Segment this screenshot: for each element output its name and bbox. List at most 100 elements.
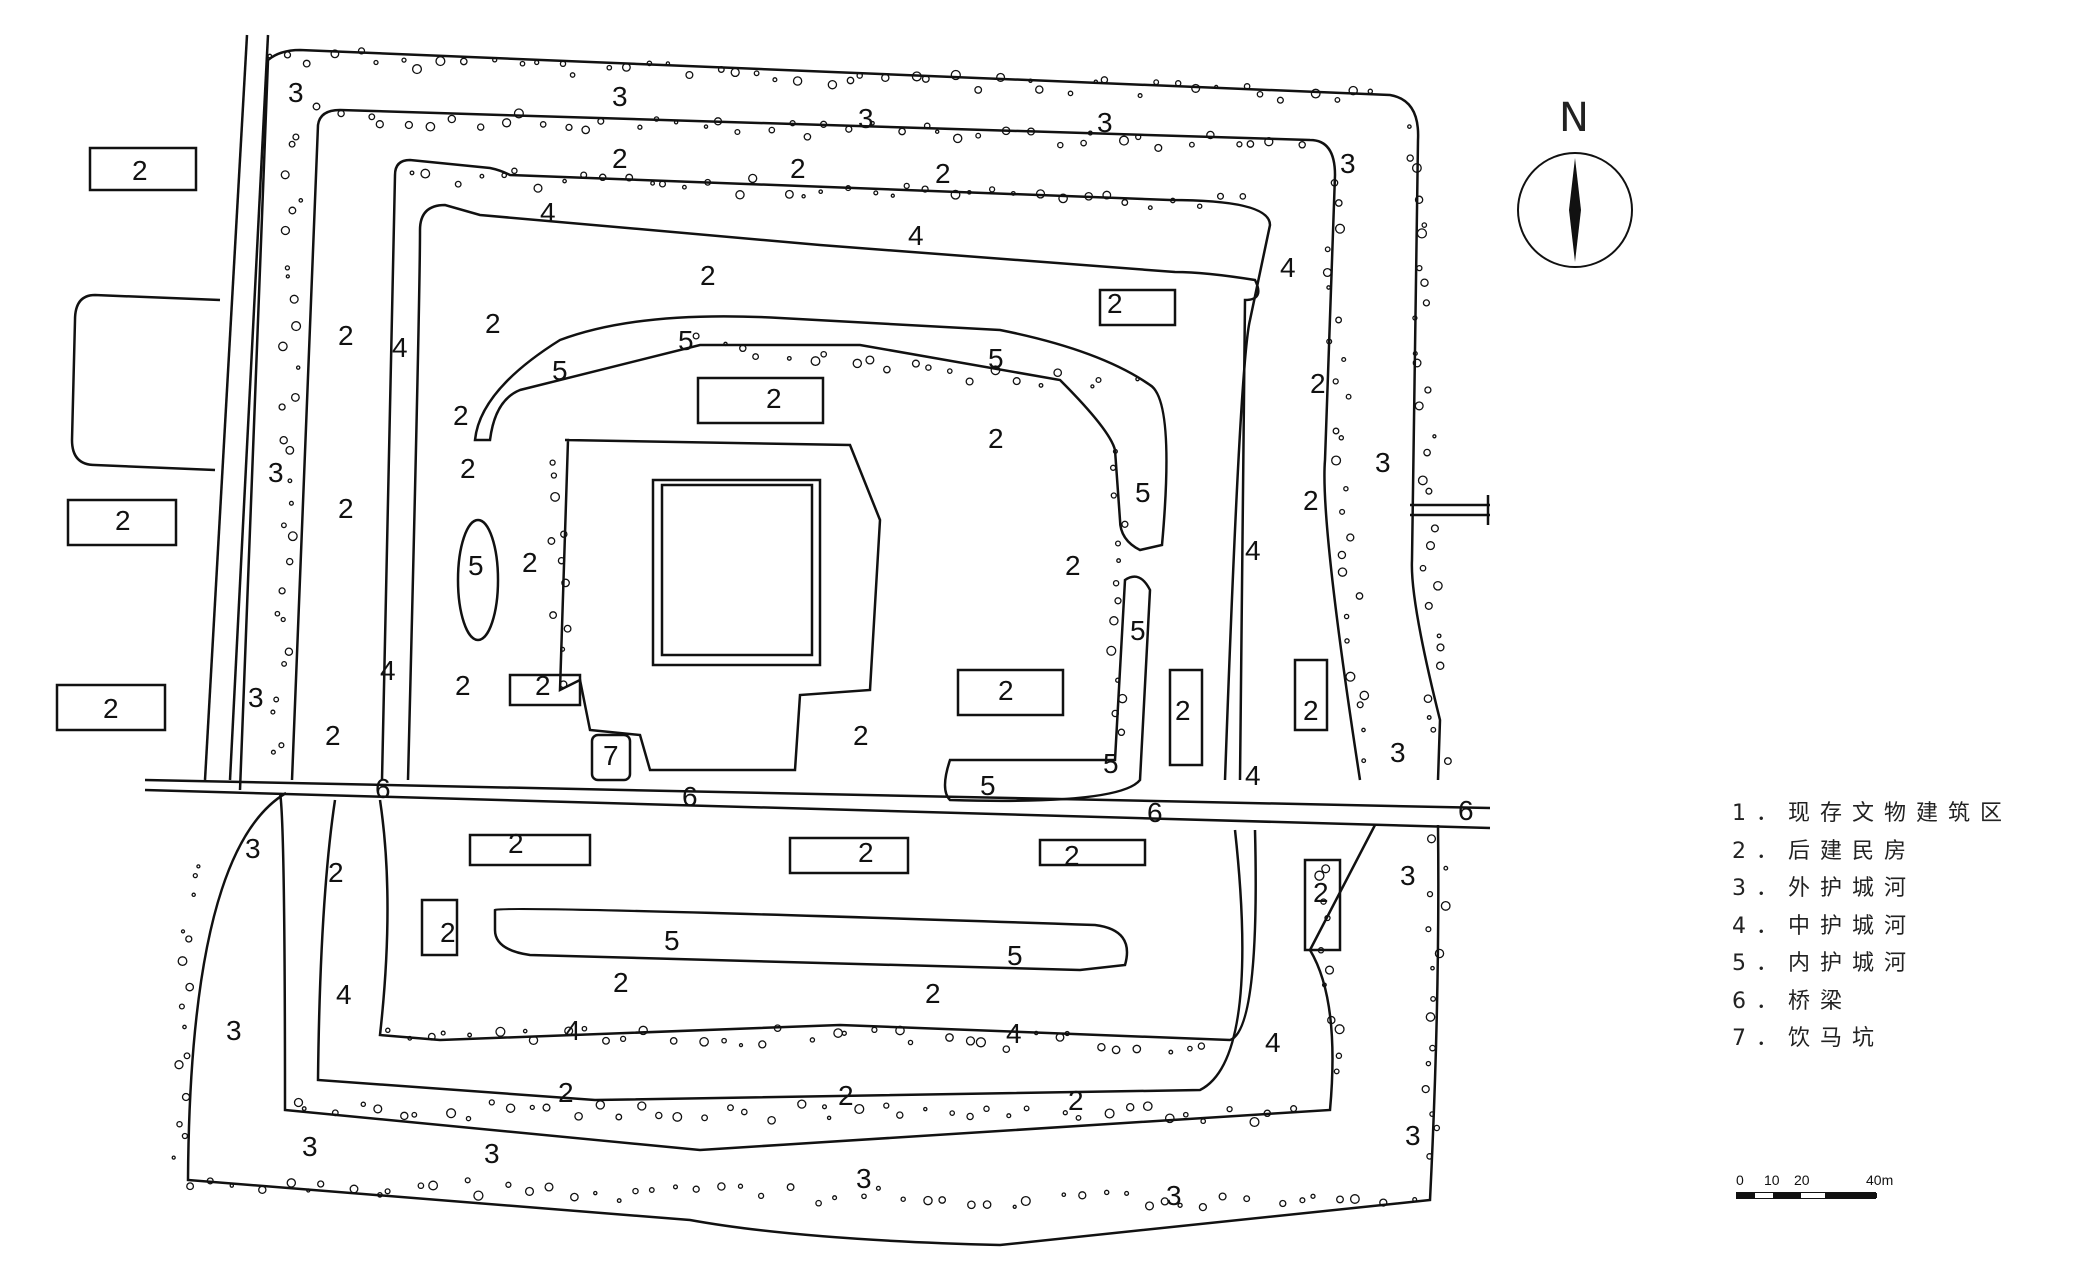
tree-dot: [549, 611, 558, 620]
tree-dot: [534, 59, 540, 66]
tree-dot: [1020, 1195, 1031, 1207]
tree-dot: [673, 120, 679, 125]
tree-dot: [258, 1185, 267, 1195]
tree-dot: [1006, 1113, 1012, 1119]
tree-dot: [375, 120, 384, 129]
tree-dot: [966, 1112, 974, 1121]
scale-tick: 20: [1794, 1172, 1810, 1188]
tree-dot: [280, 616, 286, 623]
tree-dot: [1168, 1049, 1174, 1055]
label-middle-moat: 4: [1006, 1018, 1022, 1049]
tree-dot: [735, 190, 745, 200]
label-outer-moat: 3: [1166, 1180, 1182, 1211]
tree-dot: [1443, 757, 1452, 766]
tree-dot: [417, 1182, 425, 1190]
tree-dot: [1121, 520, 1129, 528]
tree-dot: [411, 64, 423, 75]
tree-dot: [768, 126, 776, 134]
tree-dot: [650, 180, 656, 186]
house-14: [1168, 668, 1204, 767]
tree-dot: [1443, 865, 1449, 871]
tree-dot: [841, 1030, 847, 1036]
middle-moat-outer-edge-south: [316, 799, 1244, 1102]
legend-item: 4．中护城河: [1732, 913, 1916, 939]
tree-dot: [1196, 203, 1203, 209]
tree-dot: [273, 696, 280, 703]
tree-dot: [1087, 130, 1093, 136]
west-road-edge-1: [203, 34, 249, 781]
tree-dot: [1336, 1195, 1344, 1204]
tree-dot: [1142, 1101, 1153, 1112]
tree-dot: [1348, 85, 1358, 96]
tree-dot: [1062, 1110, 1068, 1116]
tree-dot: [279, 435, 288, 445]
tree-dot: [411, 1111, 418, 1118]
tree-dot: [435, 56, 446, 67]
label-house: 2: [1068, 1085, 1084, 1116]
tree-dot: [1111, 709, 1119, 718]
tree-dot: [1356, 701, 1364, 709]
tree-dot: [446, 1108, 457, 1119]
tree-dot: [655, 1111, 663, 1120]
tree-dot: [459, 57, 468, 66]
tree-dot: [1435, 661, 1445, 671]
label-house: 2: [535, 670, 551, 701]
label-outer-moat: 3: [484, 1138, 500, 1169]
legend-item: 5．内护城河: [1732, 951, 1916, 976]
tree-dot: [1053, 368, 1063, 378]
tree-dot: [949, 1110, 956, 1116]
tree-dot: [1429, 1111, 1435, 1117]
tree-dot: [1324, 246, 1331, 253]
tree-dot: [1317, 947, 1325, 954]
tree-dot: [1334, 96, 1341, 103]
outer-moat-outer-edge-north: [238, 48, 1442, 791]
label-house: 2: [935, 158, 951, 189]
tree-dot: [923, 1106, 928, 1112]
tree-dot: [171, 1155, 176, 1160]
label-house: 2: [1175, 695, 1191, 726]
tree-dot: [550, 491, 561, 502]
inner-moat-south: [493, 907, 1129, 972]
tree-dot: [1299, 1197, 1306, 1204]
tree-dot: [357, 47, 366, 55]
tree-dot: [1112, 448, 1118, 454]
tree-dot: [846, 76, 855, 85]
tree-dot: [1169, 197, 1176, 204]
house-labels: 2 2 2 2 2 2 2 2 2 2 2 2 2 2 2 2 2 2 2 2 …: [103, 143, 1329, 1116]
tree-dot: [1324, 965, 1335, 975]
tree-dot: [565, 123, 573, 132]
heritage-area-inner: [660, 483, 814, 657]
tree-dot: [895, 1025, 905, 1036]
tree-dot: [983, 1105, 990, 1113]
tree-dot: [1335, 316, 1343, 324]
tree-dot: [1026, 127, 1036, 136]
tree-dot: [185, 982, 195, 992]
inner-moat-outer-north: [473, 315, 1168, 552]
tree-dot: [549, 459, 556, 466]
tree-dot: [280, 522, 287, 529]
label-house: 2: [858, 837, 874, 868]
tree-dot: [701, 1114, 709, 1122]
tree-dot: [559, 60, 567, 68]
tree-dot: [1216, 192, 1225, 200]
tree-dot: [753, 70, 760, 77]
label-house: 2: [325, 720, 341, 751]
label-middle-moat: 4: [380, 655, 396, 686]
west-road-edge-2: [228, 34, 270, 781]
tree-dot: [306, 1188, 311, 1193]
tree-dot: [965, 377, 974, 386]
house-10: [1038, 838, 1147, 867]
label-outer-moat: 3: [226, 1015, 242, 1046]
tree-dot: [1132, 1044, 1142, 1054]
house-2: [66, 498, 178, 547]
inner-moat-pond: [456, 518, 500, 642]
tree-dot: [1426, 834, 1437, 844]
house-9: [788, 836, 910, 875]
tree-dot: [1246, 140, 1255, 148]
tree-dot: [281, 660, 288, 667]
label-outer-moat: 3: [1097, 107, 1113, 138]
tree-dot: [1417, 475, 1428, 486]
tree-dot: [270, 749, 276, 755]
label-house: 2: [1313, 877, 1329, 908]
